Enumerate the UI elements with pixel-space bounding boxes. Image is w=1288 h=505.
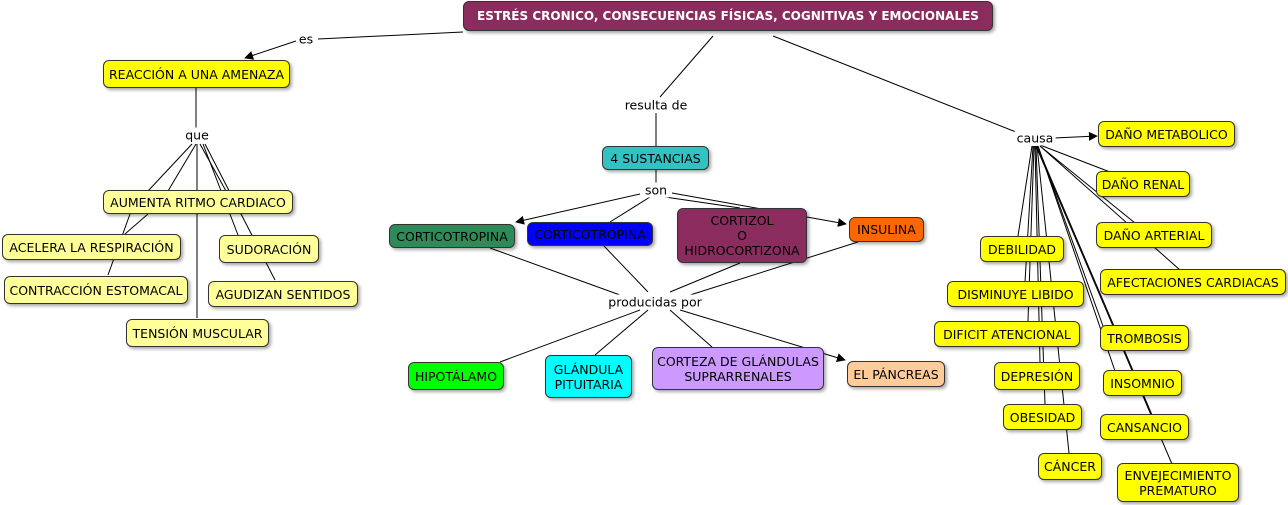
node-reaccion-text: REACCIÓN A UNA AMENAZA (108, 66, 285, 82)
node-renal-text: DAÑO RENAL (1101, 176, 1185, 192)
node-pancreas-text: EL PÁNCREAS (853, 366, 939, 382)
node-debilidad[interactable]: DEBILIDAD (980, 236, 1064, 262)
node-respiracion-text: ACELERA LA RESPIRACIÓN (9, 239, 174, 255)
node-atencional[interactable]: DIFICIT ATENCIONAL (934, 321, 1080, 347)
node-depresion[interactable]: DEPRESIÓN (994, 362, 1080, 390)
node-corticotropina-1[interactable]: CORTICOTROPINA (389, 224, 515, 248)
title-node-text: ESTRÉS CRONICO, CONSECUENCIAS FÍSICAS, C… (477, 8, 979, 23)
node-pituitaria[interactable]: GLÁNDULA PITUITARIA (545, 355, 632, 398)
node-cansancio[interactable]: CANSANCIO (1100, 414, 1189, 440)
node-corteza-line-2: SUPRARRENALES (684, 368, 792, 384)
node-pancreas[interactable]: EL PÁNCREAS (847, 361, 945, 387)
node-corteza-line-1: CORTEZA DE GLÁNDULAS (657, 353, 819, 369)
link-label-que: que (183, 127, 211, 143)
node-envejecimiento-line-2: PREMATURO (1139, 482, 1217, 498)
node-ritmo-text: AUMENTA RITMO CARDIACO (110, 194, 286, 210)
node-contraccion-text: CONTRACCIÓN ESTOMACAL (9, 282, 183, 298)
node-obesidad-text: OBESIDAD (1009, 409, 1076, 425)
node-envejecimiento-line-1: ENVEJECIMIENTO (1124, 467, 1232, 483)
node-libido[interactable]: DISMINUYE LIBIDO (947, 281, 1084, 307)
node-insulina[interactable]: INSULINA (849, 217, 924, 242)
node-trombosis[interactable]: TROMBOSIS (1100, 325, 1189, 351)
node-renal[interactable]: DAÑO RENAL (1096, 171, 1190, 197)
node-respiracion[interactable]: ACELERA LA RESPIRACIÓN (2, 234, 181, 260)
node-cortizol-line-2: O (737, 228, 747, 243)
node-contraccion[interactable]: CONTRACCIÓN ESTOMACAL (4, 276, 188, 304)
node-tension-text: TENSIÓN MUSCULAR (132, 325, 263, 341)
link-label-son: son (642, 182, 670, 198)
node-sentidos[interactable]: AGUDIZAN SENTIDOS (208, 281, 358, 307)
node-cancer[interactable]: CÁNCER (1038, 453, 1102, 480)
node-debilidad-text: DEBILIDAD (987, 241, 1057, 257)
node-sudoracion-text: SUDORACIÓN (226, 241, 312, 257)
node-tension[interactable]: TENSIÓN MUSCULAR (126, 319, 269, 347)
node-cancer-text: CÁNCER (1044, 459, 1096, 474)
node-libido-text: DISMINUYE LIBIDO (957, 286, 1074, 302)
node-insulina-text: INSULINA (857, 222, 916, 237)
link-label-es: es (296, 31, 316, 47)
node-hipotalamo-text: HIPOTÁLAMO (414, 368, 498, 384)
node-insomnio-text: INSOMNIO (1110, 375, 1175, 391)
node-corticotropina-2-text: CORTICOTROPINA (534, 226, 646, 242)
node-depresion-text: DEPRESIÓN (1000, 368, 1074, 384)
node-sentidos-text: AGUDIZAN SENTIDOS (215, 286, 351, 302)
node-arterial[interactable]: DAÑO ARTERIAL (1096, 222, 1212, 248)
node-envejecimiento[interactable]: ENVEJECIMIENTO PREMATURO (1117, 463, 1239, 502)
node-metabolico-text: DAÑO METABOLICO (1105, 126, 1228, 142)
node-sustancias[interactable]: 4 SUSTANCIAS (602, 146, 709, 170)
node-corticotropina-1-text: CORTICOTROPINA (396, 228, 508, 244)
node-insomnio[interactable]: INSOMNIO (1103, 370, 1182, 396)
node-metabolico[interactable]: DAÑO METABOLICO (1098, 121, 1235, 147)
node-ritmo[interactable]: AUMENTA RITMO CARDIACO (103, 190, 293, 214)
node-cardiacas-text: AFECTACIONES CARDIACAS (1107, 274, 1279, 290)
node-cortizol[interactable]: CORTIZOL O HIDROCORTIZONA (677, 208, 807, 263)
node-atencional-text: DIFICIT ATENCIONAL (943, 326, 1071, 342)
node-trombosis-text: TROMBOSIS (1107, 330, 1182, 346)
node-reaccion[interactable]: REACCIÓN A UNA AMENAZA (103, 60, 290, 88)
node-cortizol-line-3: HIDROCORTIZONA (684, 243, 800, 258)
title-node[interactable]: ESTRÉS CRONICO, CONSECUENCIAS FÍSICAS, C… (463, 1, 993, 31)
node-sudoracion[interactable]: SUDORACIÓN (219, 235, 319, 263)
node-pituitaria-line-2: PITUITARIA (554, 376, 623, 392)
link-label-resulta-de: resulta de (622, 97, 690, 113)
node-hipotalamo[interactable]: HIPOTÁLAMO (408, 362, 504, 390)
node-arterial-text: DAÑO ARTERIAL (1103, 227, 1205, 243)
node-cansancio-text: CANSANCIO (1107, 419, 1182, 435)
node-cortizol-line-1: CORTIZOL (710, 213, 774, 228)
node-obesidad[interactable]: OBESIDAD (1003, 404, 1082, 430)
node-corticotropina-2[interactable]: CORTICOTROPINA (527, 222, 653, 246)
node-corteza[interactable]: CORTEZA DE GLÁNDULAS SUPRARRENALES (652, 347, 824, 390)
node-pituitaria-line-1: GLÁNDULA (553, 361, 624, 377)
link-label-causa: causa (1014, 130, 1056, 146)
link-label-producidas-por: producidas por (606, 294, 704, 310)
node-cardiacas[interactable]: AFECTACIONES CARDIACAS (1100, 269, 1286, 295)
node-sustancias-text: 4 SUSTANCIAS (610, 150, 701, 166)
